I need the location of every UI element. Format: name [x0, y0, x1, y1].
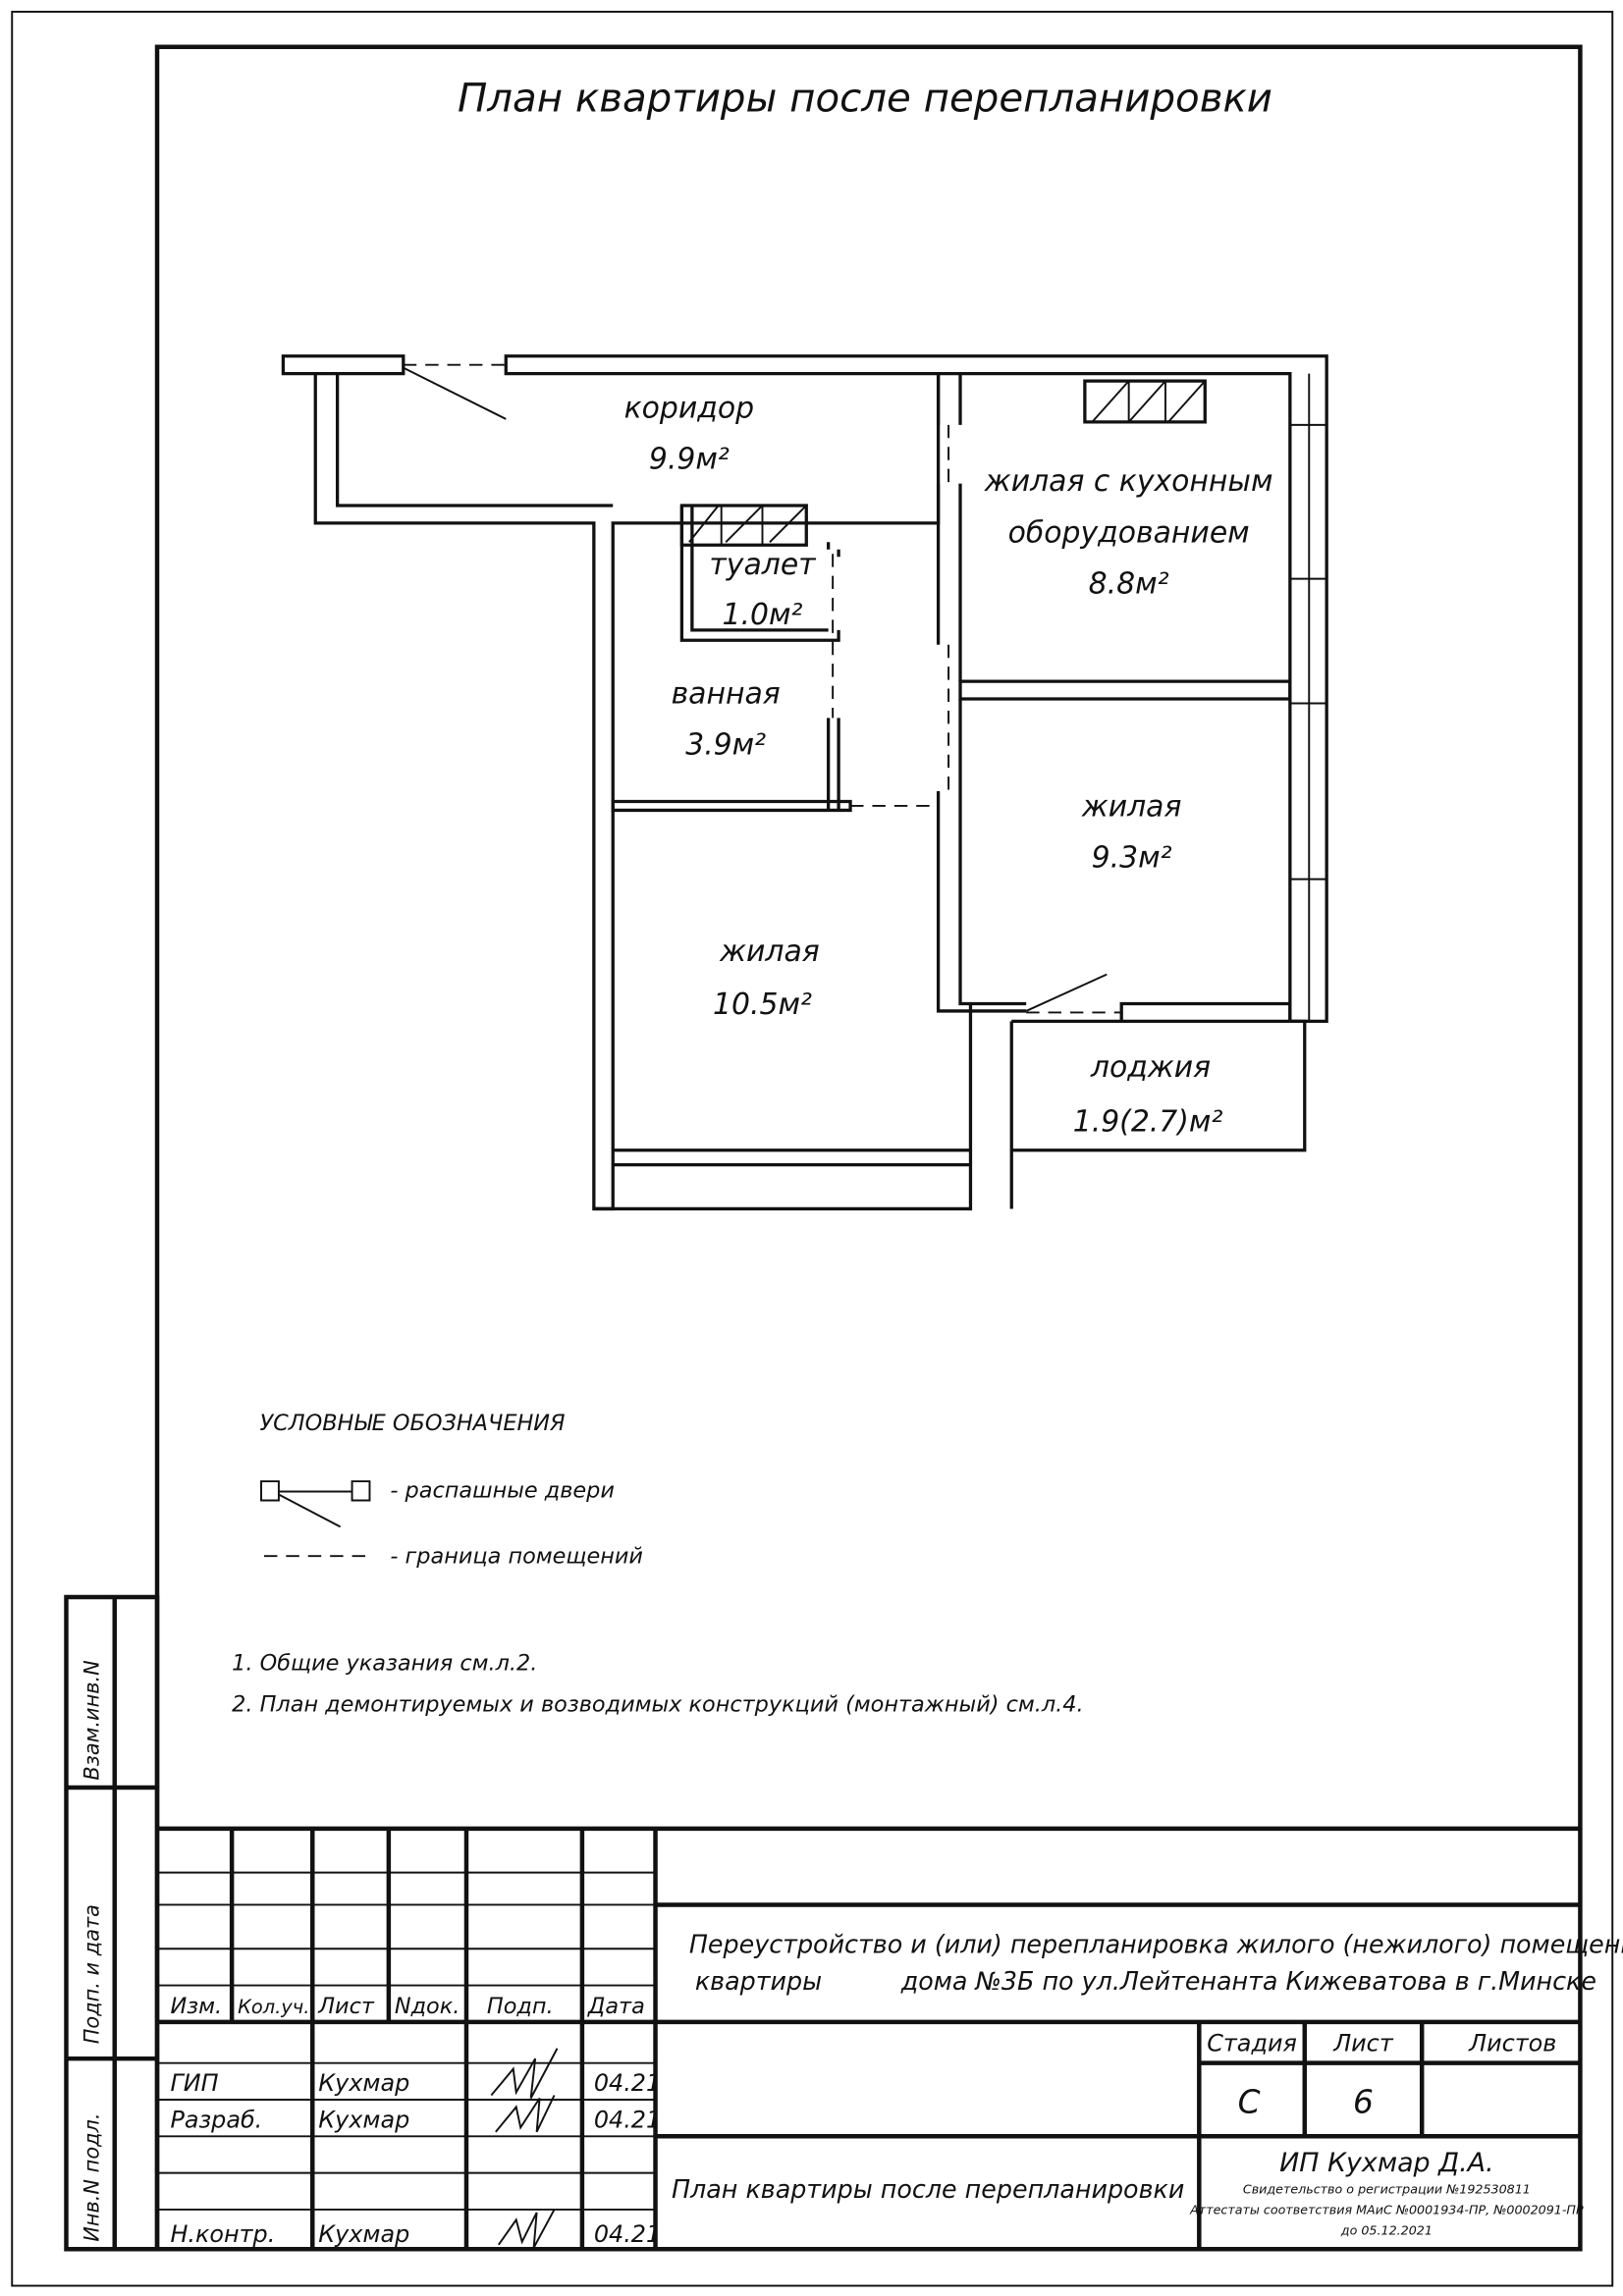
- project-title-line-1: Переустройство и (или) перепланировка жи…: [689, 1930, 1623, 1959]
- title-block: Изм. Кол.уч. Лист Nдок. Подп. Дата ГИП К…: [157, 1826, 1623, 2250]
- legend-title: УСЛОВНЫЕ ОБОЗНАЧЕНИЯ: [260, 1411, 566, 1436]
- sheet-label: Лист: [1332, 2030, 1394, 2057]
- attestation: Аттестаты соответствия МАиС №0001934-ПР,…: [1189, 2202, 1584, 2216]
- room-area-bath: 3.9м²: [685, 728, 766, 763]
- role-gip: ГИП: [170, 2069, 218, 2097]
- date-developer: 04.21: [594, 2106, 661, 2133]
- date-control: 04.21: [594, 2220, 661, 2248]
- sheet-title: План квартиры после перепланировки: [458, 75, 1272, 121]
- room-name-kitchen: жилая с кухонным: [984, 464, 1273, 499]
- project-title-line-2: квартиры дома №3Б по ул.Лейтенанта Кижев…: [695, 1966, 1596, 1996]
- name-developer: Кухмар: [318, 2106, 409, 2133]
- side-strip: Взам.инв.N Подп. и дата Инв.N подл.: [64, 1594, 160, 2252]
- date-gip: 04.21: [594, 2069, 661, 2097]
- company-name: ИП Кухмар Д.А.: [1279, 2148, 1493, 2178]
- room-area-corridor: 9.9м²: [649, 443, 730, 477]
- room-area-loggia: 1.9(2.7)м²: [1073, 1104, 1223, 1139]
- drawing-name: План квартиры после перепланировки: [672, 2174, 1184, 2204]
- role-developer: Разраб.: [170, 2106, 262, 2133]
- role-control: Н.контр.: [170, 2220, 275, 2248]
- legend: УСЛОВНЫЕ ОБОЗНАЧЕНИЯ - распашные двери -…: [232, 1411, 1083, 1718]
- room-name-living-1: жилая: [1081, 789, 1182, 824]
- floor-plan: коридор 9.9м² жилая с кухонным оборудова…: [281, 354, 1328, 1211]
- name-gip: Кухмар: [318, 2069, 409, 2097]
- room-name-living-2: жилая: [719, 934, 820, 969]
- header-date: Дата: [587, 1994, 645, 2019]
- registration-cert: Свидетельство о регистрации №192530811: [1243, 2182, 1531, 2197]
- drawing-frame: [154, 44, 1583, 2252]
- room-area-living-2: 10.5м²: [713, 988, 812, 1022]
- side-label-replacement: Взам.инв.N: [80, 1660, 103, 1781]
- door-symbol-icon: [260, 1480, 371, 1528]
- stage-label: Стадия: [1207, 2030, 1297, 2057]
- sheet-value: 6: [1353, 2083, 1374, 2120]
- signature-icon: [490, 2048, 559, 2249]
- room-name-bath: ванная: [672, 676, 781, 711]
- header-qty: Кол.уч.: [238, 1996, 309, 2018]
- header-change: Изм.: [170, 1994, 222, 2019]
- room-name-loggia: лоджия: [1090, 1050, 1211, 1085]
- room-name-toilet: туалет: [709, 548, 817, 582]
- sheets-label: Листов: [1468, 2030, 1556, 2057]
- room-area-living-1: 9.3м²: [1092, 841, 1172, 876]
- side-label-signature-date: Подп. и дата: [80, 1904, 103, 2044]
- note-1: 1. Общие указания см.л.2.: [232, 1651, 537, 1677]
- stage-value: С: [1238, 2083, 1261, 2120]
- sheet-border: [11, 10, 1614, 2287]
- header-sheet: Лист: [317, 1994, 375, 2019]
- legend-boundary-label: - граница помещений: [390, 1544, 643, 1570]
- room-area-toilet: 1.0м²: [723, 598, 803, 632]
- valid-until: до 05.12.2021: [1340, 2222, 1433, 2237]
- name-control: Кухмар: [318, 2220, 409, 2248]
- room-area-kitchen: 8.8м²: [1089, 567, 1169, 602]
- legend-door-label: - распашные двери: [390, 1477, 615, 1503]
- header-doc: Nдок.: [395, 1994, 460, 2019]
- room-name-kitchen-2: оборудованием: [1008, 515, 1250, 550]
- note-2: 2. План демонтируемых и возводимых конст…: [232, 1691, 1083, 1717]
- side-label-inventory: Инв.N подл.: [80, 2112, 103, 2241]
- room-name-corridor: коридор: [624, 391, 754, 425]
- header-sign: Подп.: [487, 1994, 554, 2019]
